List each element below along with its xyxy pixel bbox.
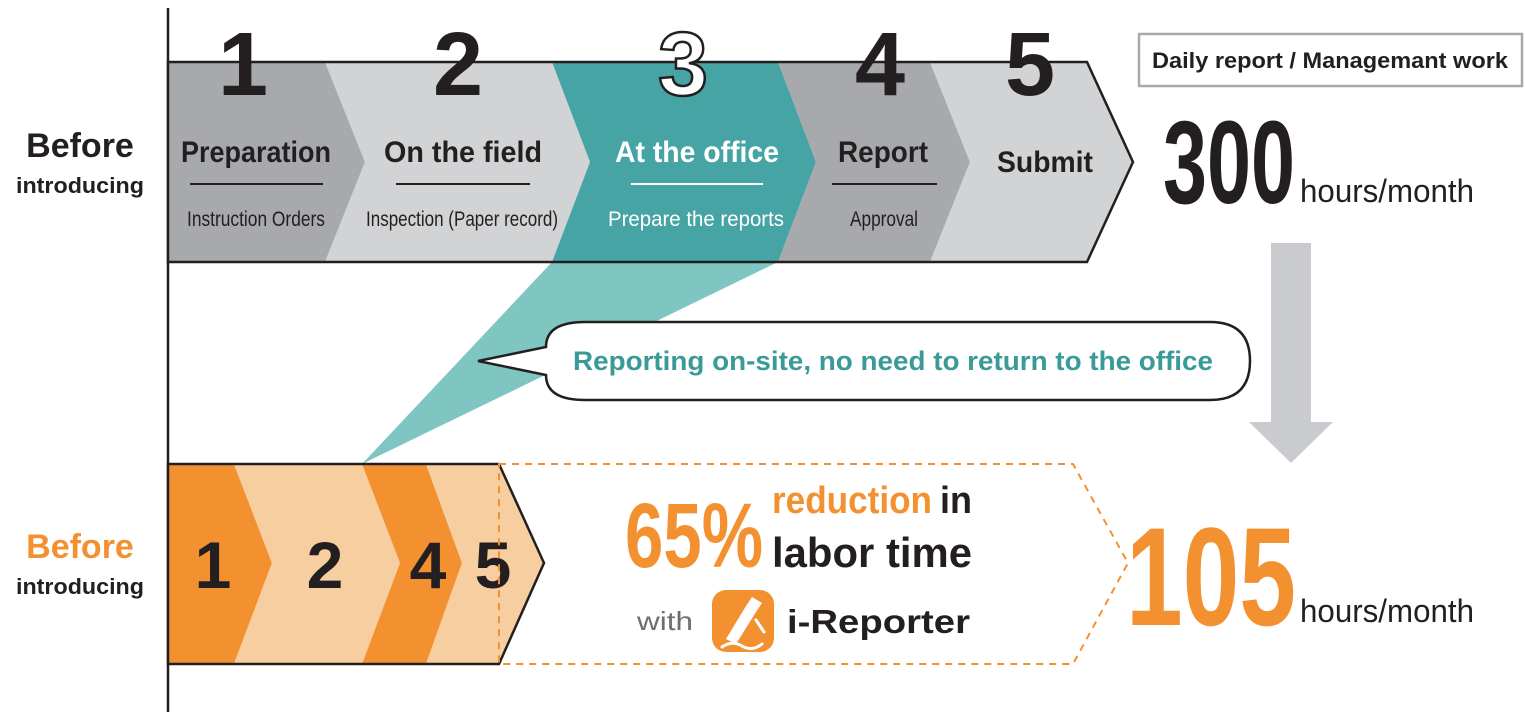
pen-writing-icon [712,590,774,652]
reduction-dashed-outline [498,463,1130,665]
after-step-4-number: 4 [410,528,447,602]
metric-box-label: Daily report / Managemant work [1152,48,1509,73]
after-row-sublabel: introducing [16,574,144,599]
before-row-label: Before [26,127,134,165]
step-3-number: 3 [658,15,708,115]
after-step-1-arrow [168,464,272,664]
reduction-in: in [940,480,972,522]
step-2-title: On the field [384,136,542,169]
after-step-4-arrow [362,464,462,664]
step-4-number: 4 [855,15,905,115]
step-3-arrow [552,62,816,262]
reduction-word: reduction [772,480,932,522]
after-step-5-arrow [426,464,544,664]
step-3-subtitle: Prepare the reports [608,208,784,231]
reduction-percent: 65% [625,485,763,587]
after-step-2-number: 2 [307,528,344,602]
before-process-row: 1 2 3 4 5 Preparation On the field At th… [166,14,1135,264]
before-metric-value: 300 [1163,97,1295,229]
step-1-title: Preparation [181,136,331,169]
after-step-1-number: 1 [195,528,232,602]
before-metric-unit: hours/month [1300,173,1474,209]
step-5-arrow [930,62,1133,262]
reduction-line2: labor time [772,529,972,576]
callout-text: Reporting on-site, no need to return to … [573,346,1213,376]
step-4-arrow [778,62,970,262]
step-1-number: 1 [218,15,268,115]
before-row-sublabel: introducing [16,173,144,198]
after-process-row: 1 2 4 5 [166,462,546,666]
after-metric-value: 105 [1126,498,1296,655]
after-row-outline [166,462,546,666]
step-2-subtitle: Inspection (Paper record) [366,208,558,231]
metric-box [1137,32,1524,88]
before-row-outline [166,60,1135,264]
step-3-title: At the office [615,136,779,169]
step-4-title: Report [838,136,928,169]
after-step-5-number: 5 [475,528,512,602]
with-label: with [636,606,693,636]
step-5-number: 5 [1005,15,1055,115]
after-row-label: Before [26,528,134,566]
step-1-subtitle: Instruction Orders [187,208,325,231]
step-2-number: 2 [433,15,483,115]
after-metric-unit: hours/month [1300,593,1474,629]
callout-bubble: Reporting on-site, no need to return to … [477,320,1252,402]
step-1-arrow [168,62,365,262]
step-2-arrow [325,62,590,262]
step-4-subtitle: Approval [850,208,918,231]
after-step-2-arrow [234,464,400,664]
step-5-title: Submit [997,146,1093,179]
product-name: i-Reporter [787,603,970,640]
down-arrow-icon [1249,243,1333,463]
